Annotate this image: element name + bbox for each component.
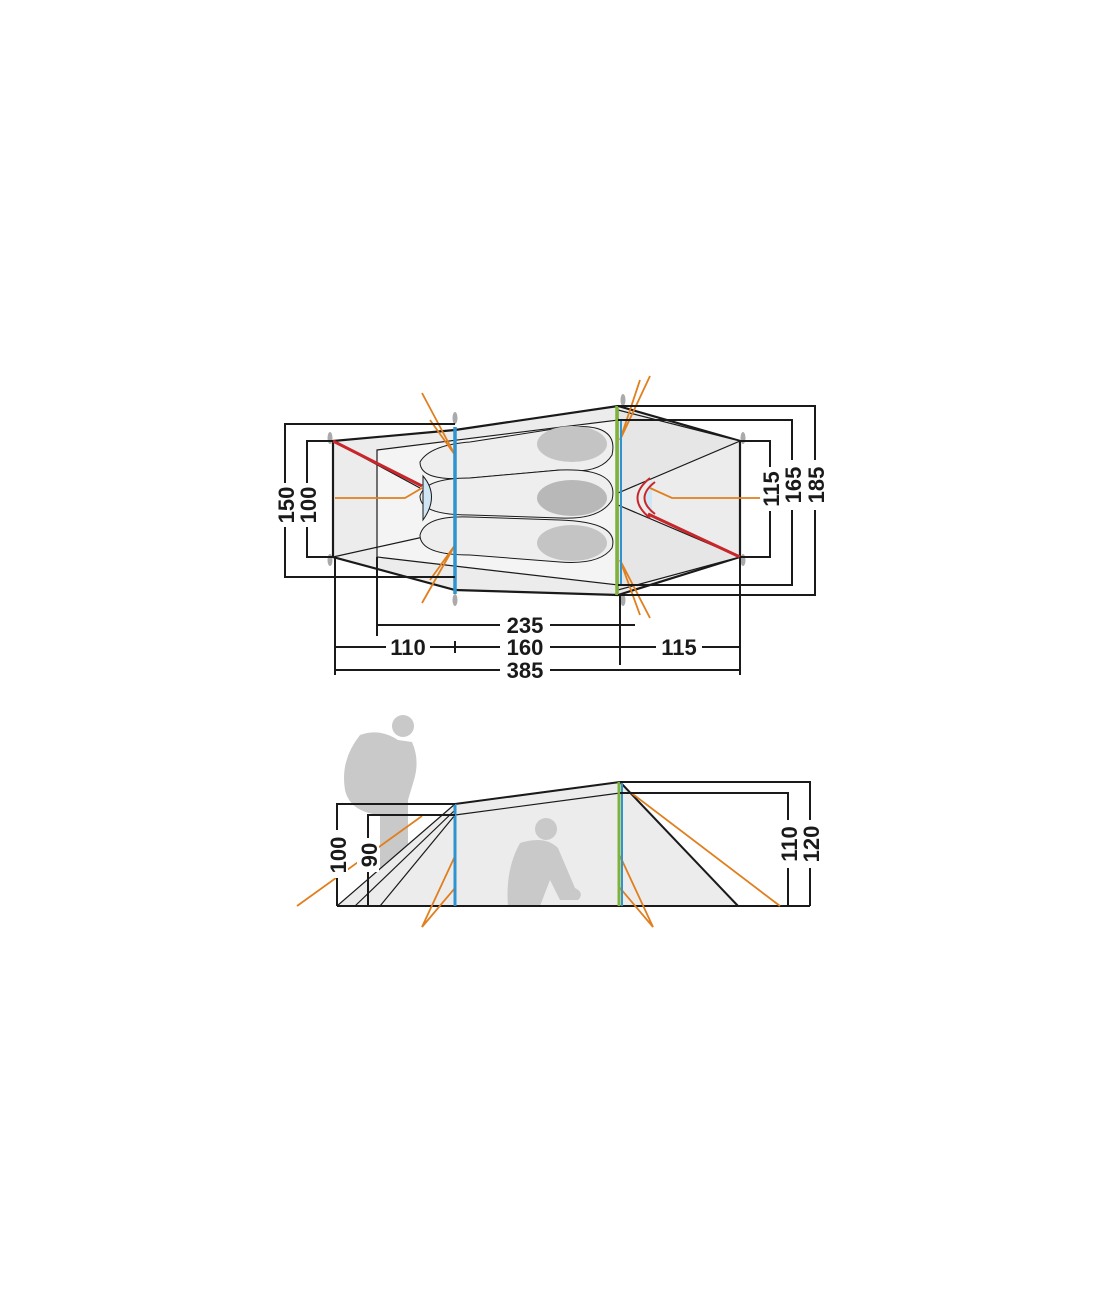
rear-door-arc [636, 477, 656, 519]
pillow [537, 426, 607, 462]
rear-brace-rod [647, 512, 741, 559]
length-label-110: 110 [390, 635, 426, 660]
length-label-160: 160 [507, 635, 544, 660]
top-view: 150 100 115 165 185 235 110 160 115 385 [274, 375, 829, 683]
height-label-90: 90 [357, 843, 382, 867]
height-label-100: 100 [326, 837, 351, 874]
pillow [537, 525, 607, 561]
side-view: 100 90 110 120 [296, 715, 824, 928]
length-label-115: 115 [661, 635, 697, 660]
length-label-385: 385 [507, 658, 544, 683]
height-label-120: 120 [799, 826, 824, 863]
length-label-235: 235 [507, 613, 544, 638]
front-brace-rod [332, 439, 423, 488]
seated-person-silhouette [507, 818, 581, 906]
front-vent-window [422, 474, 432, 522]
width-label-165: 165 [781, 467, 806, 504]
width-label-185: 185 [804, 467, 829, 504]
pillow [537, 480, 607, 516]
sleeping-bags [419, 426, 614, 563]
width-label-150: 150 [274, 487, 299, 524]
height-label-110: 110 [777, 826, 802, 862]
width-label-100: 100 [296, 487, 321, 524]
width-label-115: 115 [759, 471, 784, 507]
